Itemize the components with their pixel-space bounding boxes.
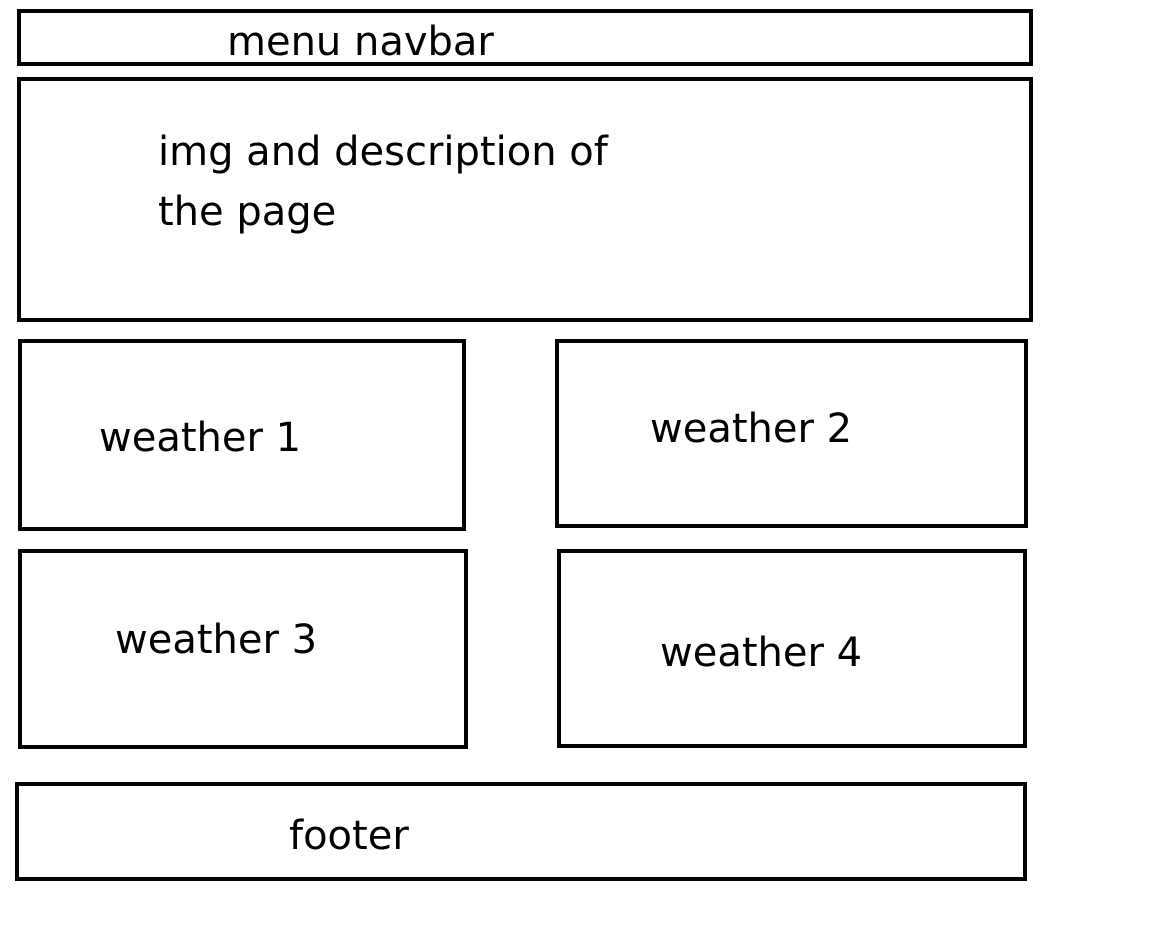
footer-box: footer (15, 782, 1027, 881)
weather-box-3: weather 3 (18, 549, 468, 749)
navbar-label: menu navbar (227, 19, 494, 65)
weather-label-1: weather 1 (99, 415, 302, 461)
weather-label-4: weather 4 (660, 630, 863, 676)
weather-label-3: weather 3 (115, 617, 318, 663)
hero-description-line-1: img and description of (158, 129, 608, 175)
weather-box-1: weather 1 (18, 339, 466, 531)
navbar-box: menu navbar (17, 9, 1033, 66)
hero-description: img and description of the page (158, 122, 628, 242)
hero-box: img and description of the page (17, 77, 1033, 322)
weather-box-2: weather 2 (555, 339, 1028, 528)
weather-label-2: weather 2 (650, 406, 853, 452)
hero-description-line-2: the page (158, 189, 337, 235)
weather-box-4: weather 4 (557, 549, 1027, 748)
footer-label: footer (289, 813, 409, 859)
